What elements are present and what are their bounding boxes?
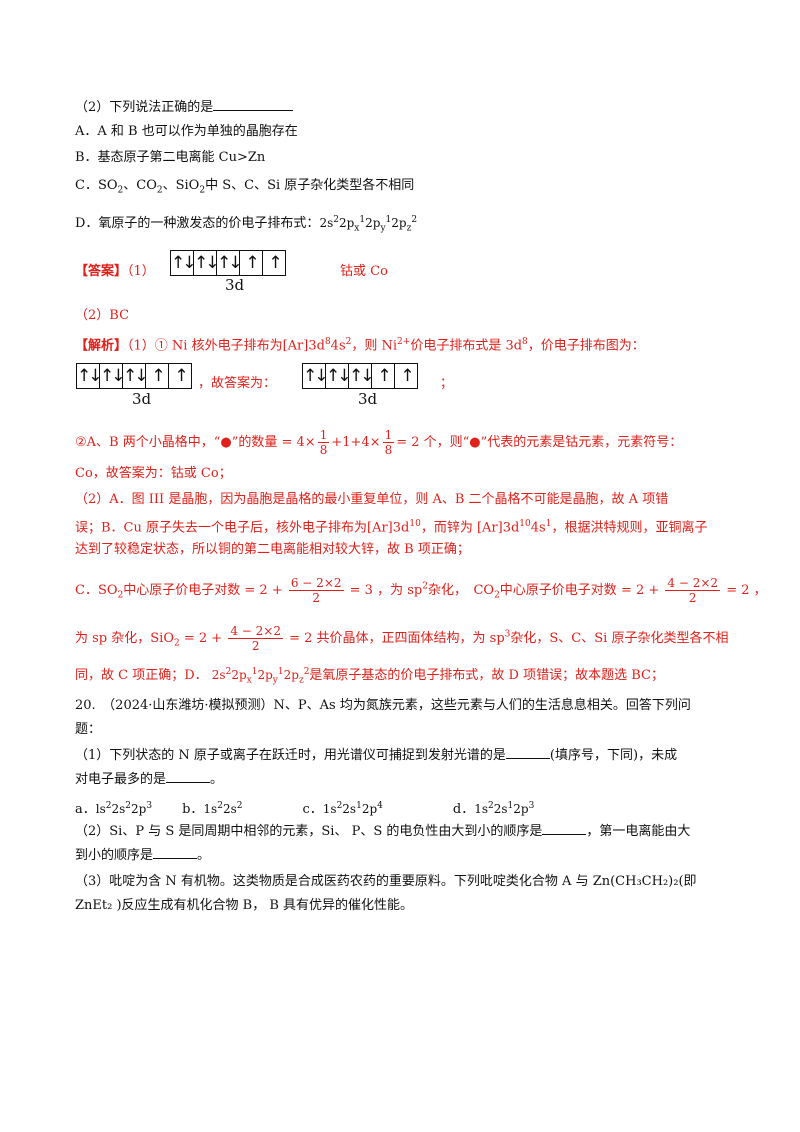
analysis-line-7: 达到了较稳定状态，所以铜的第二电离能相对较大锌，故 B 项正确； xyxy=(75,542,470,557)
orbital-cell: ↑↓ xyxy=(100,364,126,388)
q2-option-d: D．氧原子的一种激发态的价电子排布式：2s22px12py12pz2 xyxy=(75,215,418,234)
orbital-cell: ↑ xyxy=(146,364,169,388)
q20-line-8: （3）吡啶为含 N 有机物。这类物质是合成医药农药的重要原料。下列吡啶类化合物 … xyxy=(75,874,697,889)
q2-option-c: C．SO2、CO2、SiO2中 S、C、Si 原子杂化类型各不相同 xyxy=(75,178,415,196)
orbital-diagram-answer: ↑↓ ↑↓ ↑↓ ↑ ↑ xyxy=(170,250,286,276)
analysis-line-10: 同，故 C 项正确；D． 2s22px12py12pz2是氧原子基态的价电子排布… xyxy=(75,667,664,686)
orbital-label: 3d xyxy=(132,390,152,408)
analysis-line-4: Co，故答案为：钴或 Co； xyxy=(75,466,232,481)
analysis-line-5: （2）A．图 III 是晶胞，因为晶胞是晶格的最小重复单位，则 A、B 二个晶格… xyxy=(75,492,669,507)
orbital-cell: ↑↓ xyxy=(303,364,329,388)
q20-line-3: （1）下列状态的 N 原子或离子在跃迁时，用光谱仪可捕捉到发射光谱的是(填序号，… xyxy=(75,746,678,763)
orbital-cell: ↑↓ xyxy=(123,364,149,388)
analysis-line-6: 误；B．Cu 原子失去一个电子后，核外电子排布为[Ar]3d10，而锌为 [Ar… xyxy=(75,519,708,536)
orbital-cell: ↑↓ xyxy=(194,251,220,275)
q20-line-4: 对电子最多的是。 xyxy=(75,770,224,787)
orbital-cell: ↑ xyxy=(240,251,263,275)
analysis-line-2-end: ； xyxy=(440,376,454,391)
answer-blank[interactable] xyxy=(153,846,198,859)
q20-line-1: 20. （2024·山东潍坊·模拟预测）N、P、As 均为氮族元素，这些元素与人… xyxy=(75,698,691,713)
answer-blank[interactable] xyxy=(166,770,211,783)
orbital-cell: ↑↓ xyxy=(349,364,375,388)
q2-prompt: （2）下列说法正确的是 xyxy=(75,98,730,118)
answer-part2: （2）BC xyxy=(75,308,130,323)
excited-config: 2s22px12py12pz2 xyxy=(319,215,418,234)
analysis-line-2-mid: ，故答案为： xyxy=(198,376,277,391)
orbital-cell: ↑ xyxy=(400,366,414,386)
orbital-cell: ↑ xyxy=(174,366,188,386)
orbital-cell: ↑↓ xyxy=(77,364,103,388)
q2-option-b: B．基态原子第二电离能 Cu>Zn xyxy=(75,150,266,165)
q20-line-6: （2）Si、P 与 S 是同周期中相邻的元素，Si、 P、S 的电负性由大到小的… xyxy=(75,822,691,839)
q20-line-2: 题： xyxy=(75,722,102,737)
orbital-cell: ↑ xyxy=(372,364,395,388)
answer-element: 钴或 Co xyxy=(340,264,388,279)
answer-label: 【答案】（1） xyxy=(75,264,155,279)
orbital-diagram-1: ↑↓ ↑↓ ↑↓ ↑ ↑ xyxy=(76,363,192,389)
orbital-cell: ↑ xyxy=(268,253,282,273)
analysis-line-1: 【解析】（1）① Ni 核外电子排布为[Ar]3d84s2，则 Ni2+价电子排… xyxy=(75,337,645,354)
orbital-label: 3d xyxy=(225,276,245,294)
orbital-diagram-2: ↑↓ ↑↓ ↑↓ ↑ ↑ xyxy=(302,363,418,389)
q2-option-a: A．A 和 B 也可以作为单独的晶胞存在 xyxy=(75,124,298,139)
orbital-cell: ↑↓ xyxy=(171,251,197,275)
orbital-label: 3d xyxy=(358,390,378,408)
answer-blank[interactable] xyxy=(505,746,550,759)
orbital-cell: ↑↓ xyxy=(326,364,352,388)
q20-line-9: ZnEt₂ )反应生成有机化合物 B， B 具有优异的催化性能。 xyxy=(75,898,414,913)
answer-blank[interactable] xyxy=(542,822,587,835)
answer-blank[interactable] xyxy=(213,98,294,111)
q20-line-7: 到小的顺序是。 xyxy=(75,846,211,863)
orbital-cell: ↑↓ xyxy=(217,251,243,275)
